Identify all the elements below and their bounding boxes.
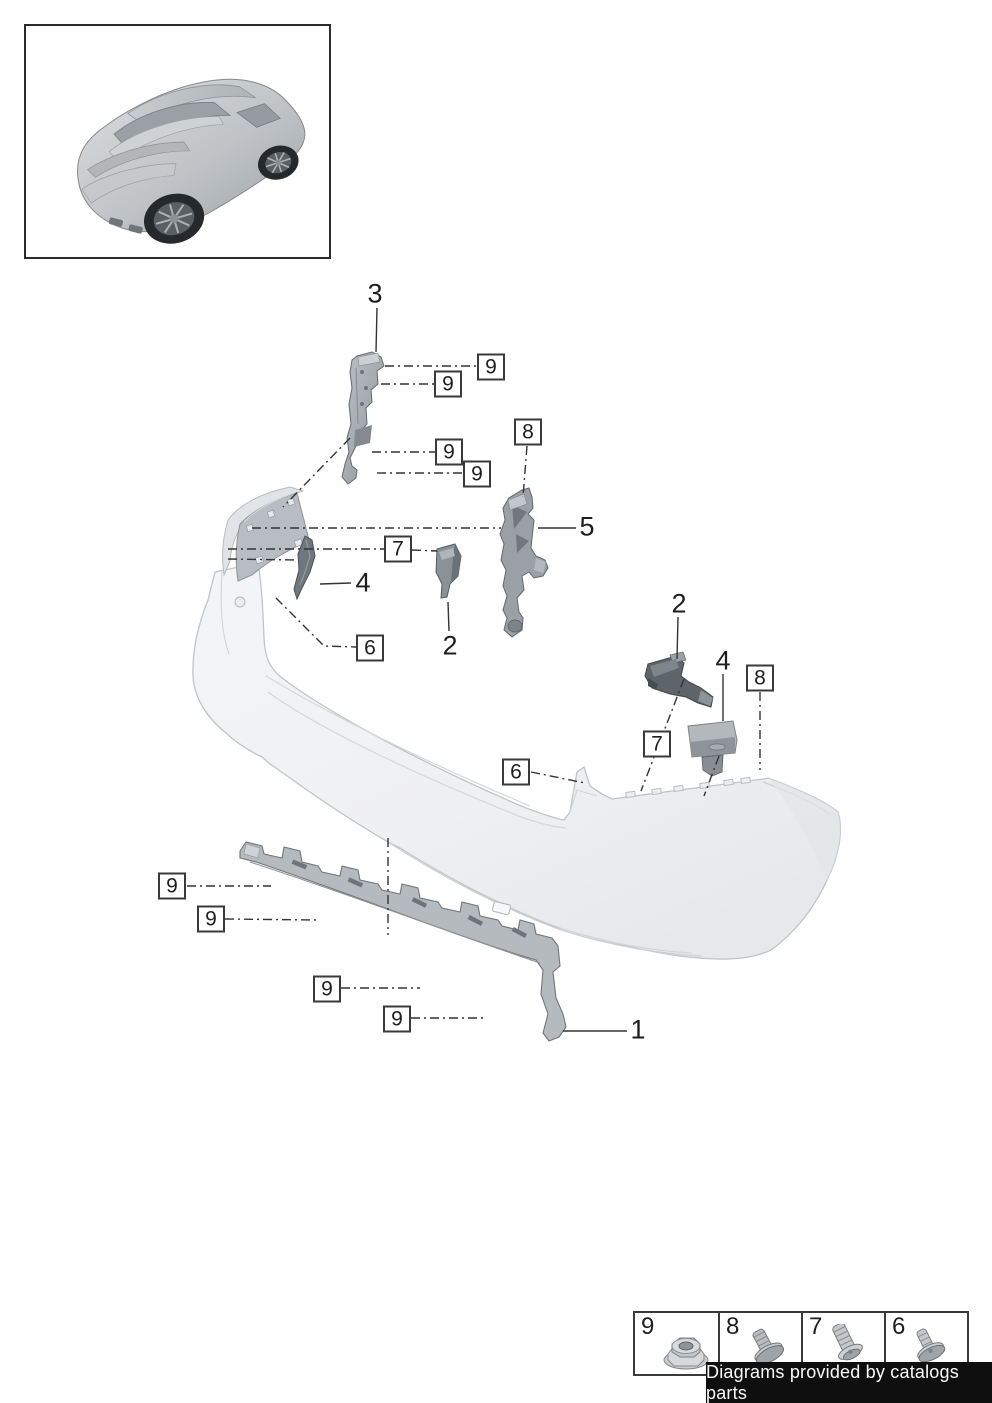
fastener-callout-9-c[interactable]: 9 bbox=[435, 438, 463, 466]
part-4-left-bracket bbox=[293, 535, 316, 601]
part-2-left-bracket bbox=[435, 543, 462, 599]
legend-number: 6 bbox=[892, 1313, 906, 1340]
car-taillight-band bbox=[87, 141, 191, 178]
fastener-callout-9-e[interactable]: 9 bbox=[158, 872, 186, 900]
vehicle-thumbnail-box bbox=[24, 24, 331, 259]
fastener-callout-9-h[interactable]: 9 bbox=[383, 1005, 411, 1033]
fastener-callout-9-d[interactable]: 9 bbox=[463, 460, 491, 488]
attribution-text: Diagrams provided by catalogs parts bbox=[706, 1361, 959, 1403]
bumper-side-carrier bbox=[222, 486, 310, 582]
fastener-legend-table: 9 8 7 bbox=[633, 1311, 969, 1376]
fastener-callout-6-a[interactable]: 6 bbox=[356, 634, 384, 662]
part-2-right-sensor-bracket bbox=[644, 651, 714, 708]
legend-number: 9 bbox=[641, 1313, 655, 1340]
part-label-2-right[interactable]: 2 bbox=[671, 588, 687, 619]
fastener-callout-2-8-b[interactable]: 8 bbox=[746, 664, 774, 692]
part-3-upper-bracket bbox=[341, 351, 385, 485]
part-label-2-left[interactable]: 2 bbox=[442, 630, 458, 661]
car-exhaust-tip bbox=[128, 224, 143, 234]
part-1-lower-bracket bbox=[239, 841, 567, 1042]
car-rear-wheel bbox=[143, 193, 205, 244]
part-label-4-right[interactable]: 4 bbox=[715, 645, 731, 676]
push-rivet-icon bbox=[752, 1328, 785, 1365]
legend-number: 7 bbox=[809, 1313, 823, 1340]
car-exhaust-tip bbox=[108, 217, 124, 227]
legend-number: 8 bbox=[726, 1313, 740, 1340]
legend-cell-8: 8 bbox=[718, 1313, 801, 1374]
attribution-bar: Diagrams provided by catalogs parts bbox=[706, 1362, 992, 1403]
fastener-callout-9-b[interactable]: 9 bbox=[434, 370, 462, 398]
flange-screw-icon bbox=[916, 1328, 946, 1363]
leader-lines bbox=[187, 307, 761, 1032]
legend-cell-6: 6 bbox=[884, 1313, 967, 1374]
fastener-callout-7-b[interactable]: 7 bbox=[643, 730, 671, 758]
fastener-callout-7-a[interactable]: 7 bbox=[384, 535, 412, 563]
legend-cell-9: 9 bbox=[635, 1313, 718, 1374]
fastener-callout-9-a[interactable]: 9 bbox=[477, 353, 505, 381]
part-label-1[interactable]: 1 bbox=[630, 1014, 646, 1045]
vehicle-rear-three-quarter-illustration bbox=[77, 78, 306, 244]
part-label-4-left[interactable]: 4 bbox=[355, 567, 371, 598]
bumper-edge-tabs bbox=[625, 776, 751, 799]
legend-cell-7: 7 bbox=[801, 1313, 884, 1374]
car-front-wheel bbox=[257, 145, 299, 180]
fastener-callout-6-b[interactable]: 6 bbox=[502, 758, 530, 786]
part-label-5[interactable]: 5 bbox=[579, 511, 595, 542]
fastener-callout-8-a[interactable]: 8 bbox=[514, 418, 542, 446]
pan-head-screw-icon bbox=[832, 1324, 863, 1361]
bumper-slot bbox=[491, 901, 512, 916]
bumper-cover bbox=[192, 562, 841, 960]
part-4-right-guide bbox=[687, 720, 738, 777]
part-5-side-bracket bbox=[499, 487, 549, 638]
car-side-glass bbox=[236, 103, 281, 128]
fastener-callout-9-f[interactable]: 9 bbox=[197, 905, 225, 933]
fastener-callout-9-g[interactable]: 9 bbox=[313, 975, 341, 1003]
part-label-3[interactable]: 3 bbox=[367, 278, 383, 309]
car-rear-bumper bbox=[81, 163, 177, 204]
hex-flange-nut-icon bbox=[663, 1337, 709, 1370]
